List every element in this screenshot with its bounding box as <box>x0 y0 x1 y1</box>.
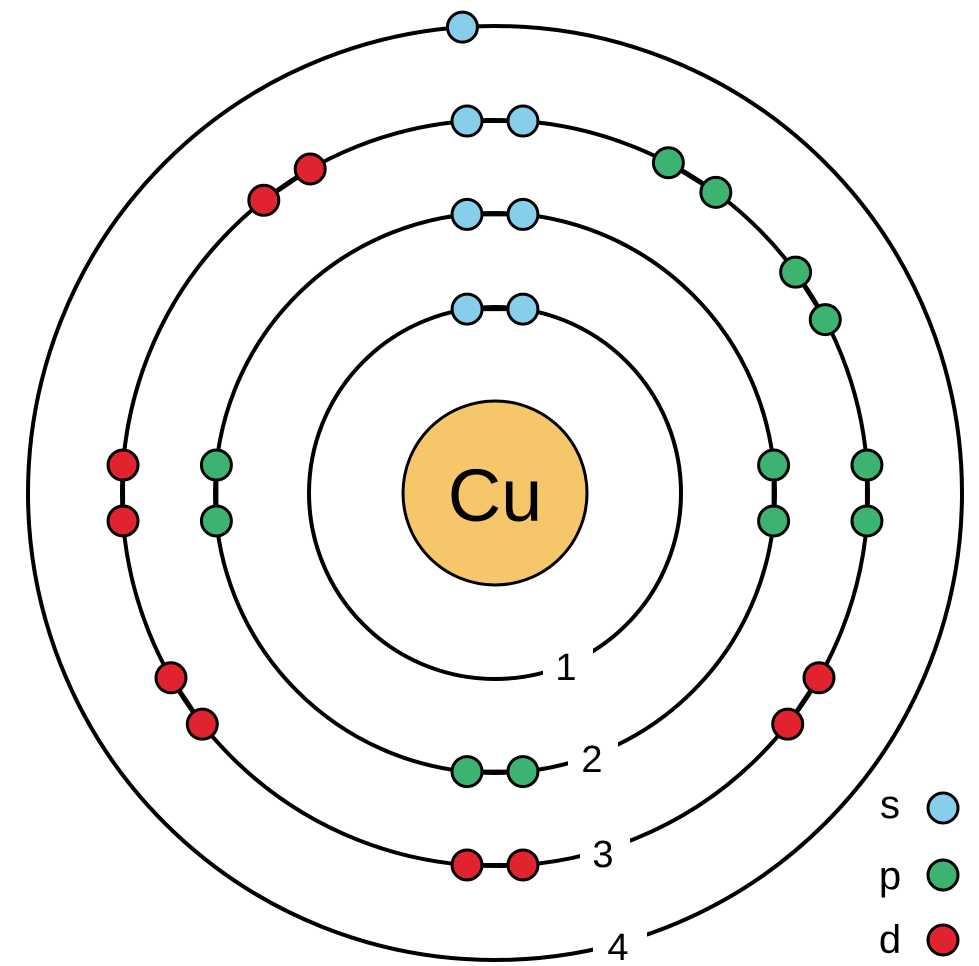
electron-d <box>247 183 281 217</box>
shell-1-orbit <box>307 305 683 681</box>
shell-4-orbit <box>26 24 964 962</box>
electron-d <box>106 504 140 538</box>
electron-p <box>651 146 685 180</box>
shell-2-label: 2 <box>581 739 602 781</box>
nucleus <box>401 399 589 587</box>
electron-p <box>779 255 813 289</box>
legend-label-s: s <box>880 783 900 827</box>
electron-d <box>771 707 805 741</box>
nucleus-label: Cu <box>448 454 543 537</box>
electron-p <box>757 504 791 538</box>
electron-s <box>450 104 484 138</box>
electron-p <box>199 504 233 538</box>
electron-d <box>106 448 140 482</box>
electron-d <box>450 848 484 882</box>
shell-4-label: 4 <box>607 927 628 966</box>
shell-3-label: 3 <box>592 834 613 876</box>
shell-1-label: 1 <box>555 647 576 689</box>
electron-s <box>450 292 484 326</box>
electrons <box>106 10 884 882</box>
electron-p <box>757 448 791 482</box>
legend: s p d <box>879 783 960 962</box>
electron-p <box>850 504 884 538</box>
electron-s <box>445 10 479 44</box>
electron-p <box>699 175 733 209</box>
electron-s <box>506 197 540 231</box>
electron-d <box>293 152 327 186</box>
legend-swatch-d <box>926 923 960 957</box>
electron-d <box>506 848 540 882</box>
electron-p <box>808 303 842 337</box>
electron-p <box>199 448 233 482</box>
legend-swatch-p <box>926 858 960 892</box>
electron-p <box>506 755 540 789</box>
electron-d <box>802 661 836 695</box>
electron-p <box>850 448 884 482</box>
electron-s <box>506 292 540 326</box>
electron-s <box>450 197 484 231</box>
electron-s <box>506 104 540 138</box>
legend-label-p: p <box>879 854 901 898</box>
electron-d <box>154 661 188 695</box>
legend-swatch-s <box>926 791 960 825</box>
electron-p <box>450 755 484 789</box>
legend-label-d: d <box>879 918 901 962</box>
electron-d <box>185 707 219 741</box>
